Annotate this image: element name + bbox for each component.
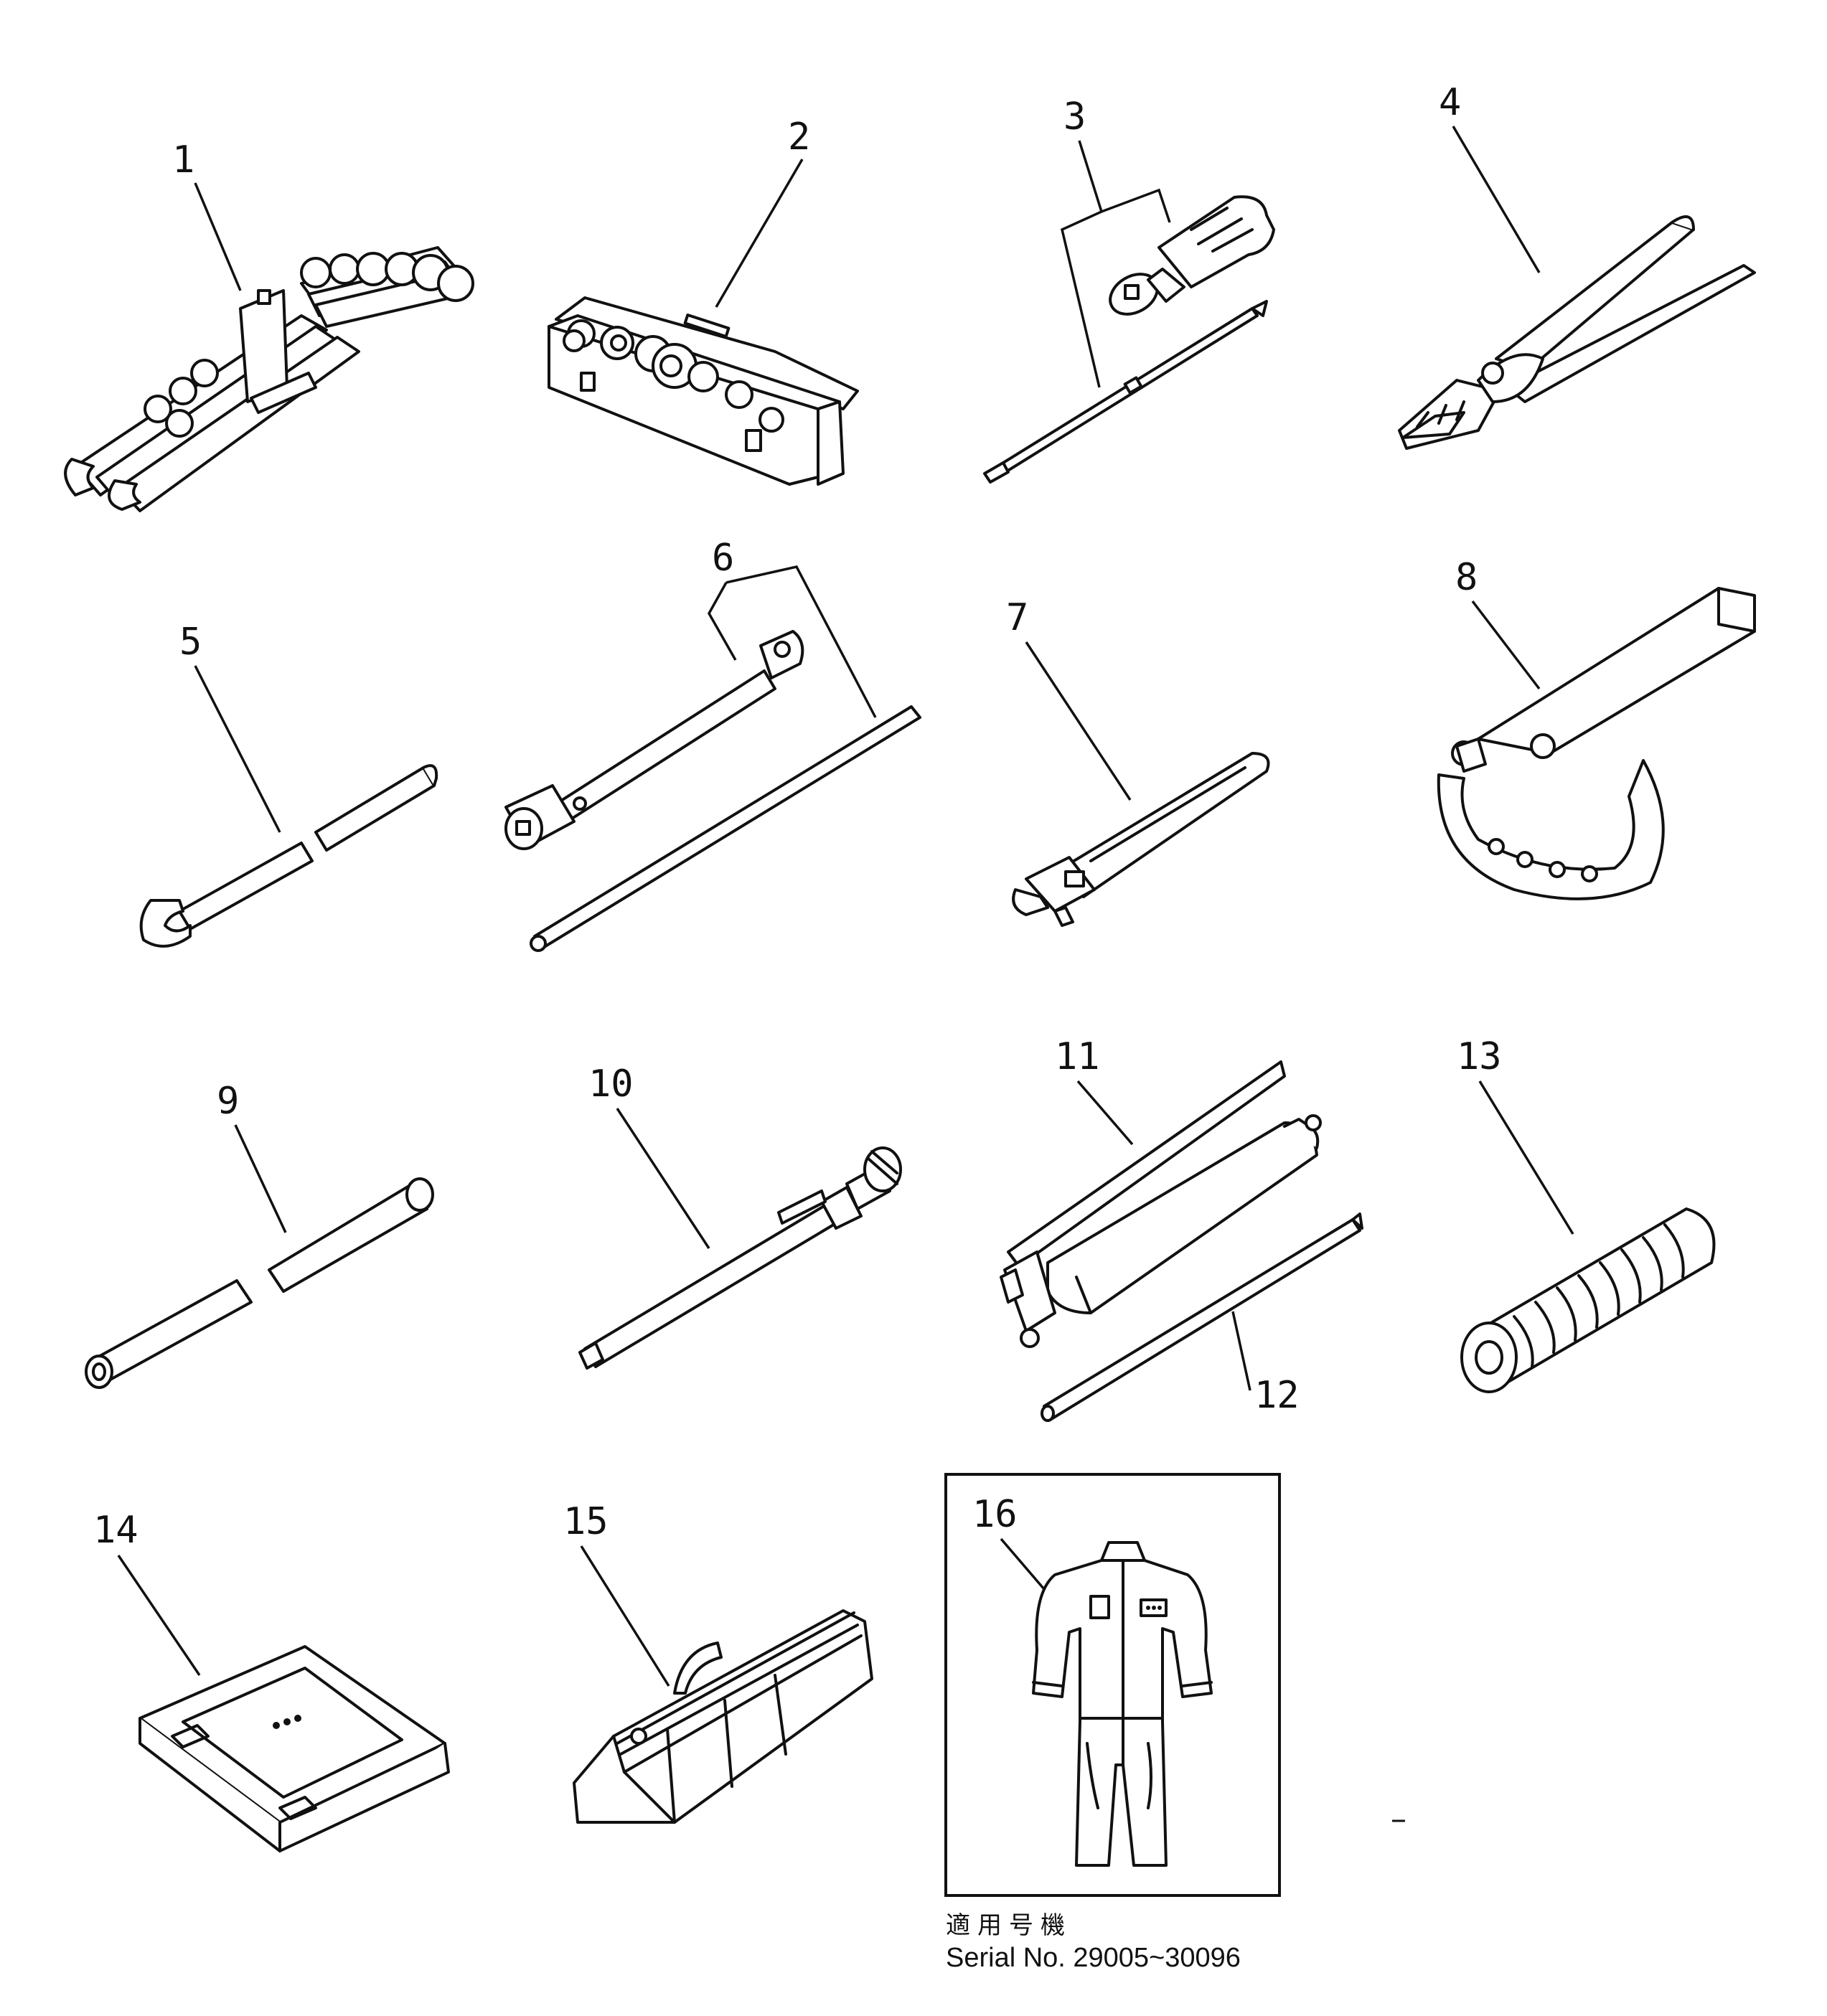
- callout-11: 11: [1055, 1035, 1100, 1078]
- driver-icon: [578, 1146, 902, 1370]
- item-9-extension-pipe: 9: [85, 1080, 434, 1389]
- leader-16: [1000, 1537, 1046, 1591]
- adjustable-wrench-icon: [1012, 752, 1270, 927]
- leader-12: [1231, 1311, 1251, 1391]
- leader-4: [1452, 126, 1541, 273]
- callout-4: 4: [1439, 81, 1461, 124]
- pliers-icon: [1398, 215, 1756, 450]
- leader-6a: [707, 582, 737, 661]
- item-3-screwdriver: 3: [983, 95, 1275, 484]
- callout-10: 10: [588, 1063, 634, 1106]
- leader-5: [194, 665, 281, 833]
- callout-6: 6: [712, 537, 734, 580]
- leader-8: [1471, 600, 1541, 690]
- coverall-frame: [944, 1473, 1281, 1897]
- screwdriver-icon: [983, 195, 1275, 484]
- box-wrench-icon: [504, 630, 921, 952]
- filter-wrench-icon: [1437, 587, 1756, 900]
- bag-icon: [573, 1609, 873, 1824]
- callout-14: 14: [93, 1509, 138, 1552]
- spanner-icon: [139, 764, 438, 948]
- serial-note: 適用号機 Serial No. 29005~30096: [946, 1910, 1348, 1974]
- leader-3b: [1060, 210, 1102, 388]
- item-7-adjustable-wrench: 7: [1006, 596, 1270, 927]
- item-16-coverall: 16: [944, 1473, 1281, 1897]
- leader-13: [1478, 1080, 1574, 1235]
- callout-15: 15: [563, 1500, 609, 1543]
- leader-3a: [1078, 140, 1171, 223]
- callout-1: 1: [172, 138, 194, 182]
- item-13-grease-cartridge: 13: [1457, 1035, 1716, 1393]
- leader-15: [580, 1545, 670, 1687]
- item-5-spanner: 5: [139, 621, 438, 948]
- item-10-socket-driver: 10: [578, 1063, 902, 1370]
- callout-12: 12: [1254, 1374, 1300, 1417]
- leader-2: [715, 159, 804, 308]
- applicable-serial-label: 適用号機: [946, 1911, 1072, 1940]
- callout-5: 5: [179, 621, 202, 664]
- wrench-set-icon: [64, 246, 474, 512]
- item-12-grease-pipe: 12: [1041, 1212, 1363, 1422]
- callout-16: 16: [972, 1493, 1018, 1536]
- grease-gun-icon: [1000, 1060, 1322, 1348]
- leader-14: [117, 1555, 201, 1676]
- callout-3: 3: [1063, 95, 1086, 138]
- cartridge-icon: [1460, 1207, 1716, 1393]
- item-14-tool-case: 14: [93, 1509, 450, 1852]
- callout-8: 8: [1455, 556, 1478, 599]
- item-6-box-wrench: 6: [504, 537, 921, 952]
- coverall-icon: [1032, 1541, 1213, 1867]
- leader-7: [1025, 641, 1132, 801]
- item-2-socket-set: 2: [548, 116, 859, 486]
- socket-case-icon: [548, 296, 859, 486]
- serial-number-range: Serial No. 29005~30096: [946, 1943, 1241, 1973]
- item-15-tool-bag: 15: [563, 1500, 873, 1824]
- callout-7: 7: [1006, 596, 1028, 639]
- item-11-grease-gun: 11: [1000, 1035, 1322, 1348]
- item-4-pliers: 4: [1398, 81, 1756, 450]
- callout-2: 2: [788, 116, 810, 159]
- leader-9: [234, 1124, 287, 1233]
- item-1-wrench-set: 1: [64, 138, 474, 512]
- pipe-icon: [85, 1177, 434, 1389]
- case-icon: [138, 1645, 450, 1852]
- grease-pipe-icon: [1041, 1212, 1363, 1422]
- leader-1: [194, 182, 242, 291]
- leader-11: [1076, 1080, 1134, 1146]
- callout-9: 9: [217, 1080, 239, 1123]
- leader-6b: [725, 565, 877, 718]
- callout-13: 13: [1457, 1035, 1502, 1078]
- leader-10: [616, 1108, 710, 1249]
- item-8-filter-wrench: 8: [1437, 556, 1756, 900]
